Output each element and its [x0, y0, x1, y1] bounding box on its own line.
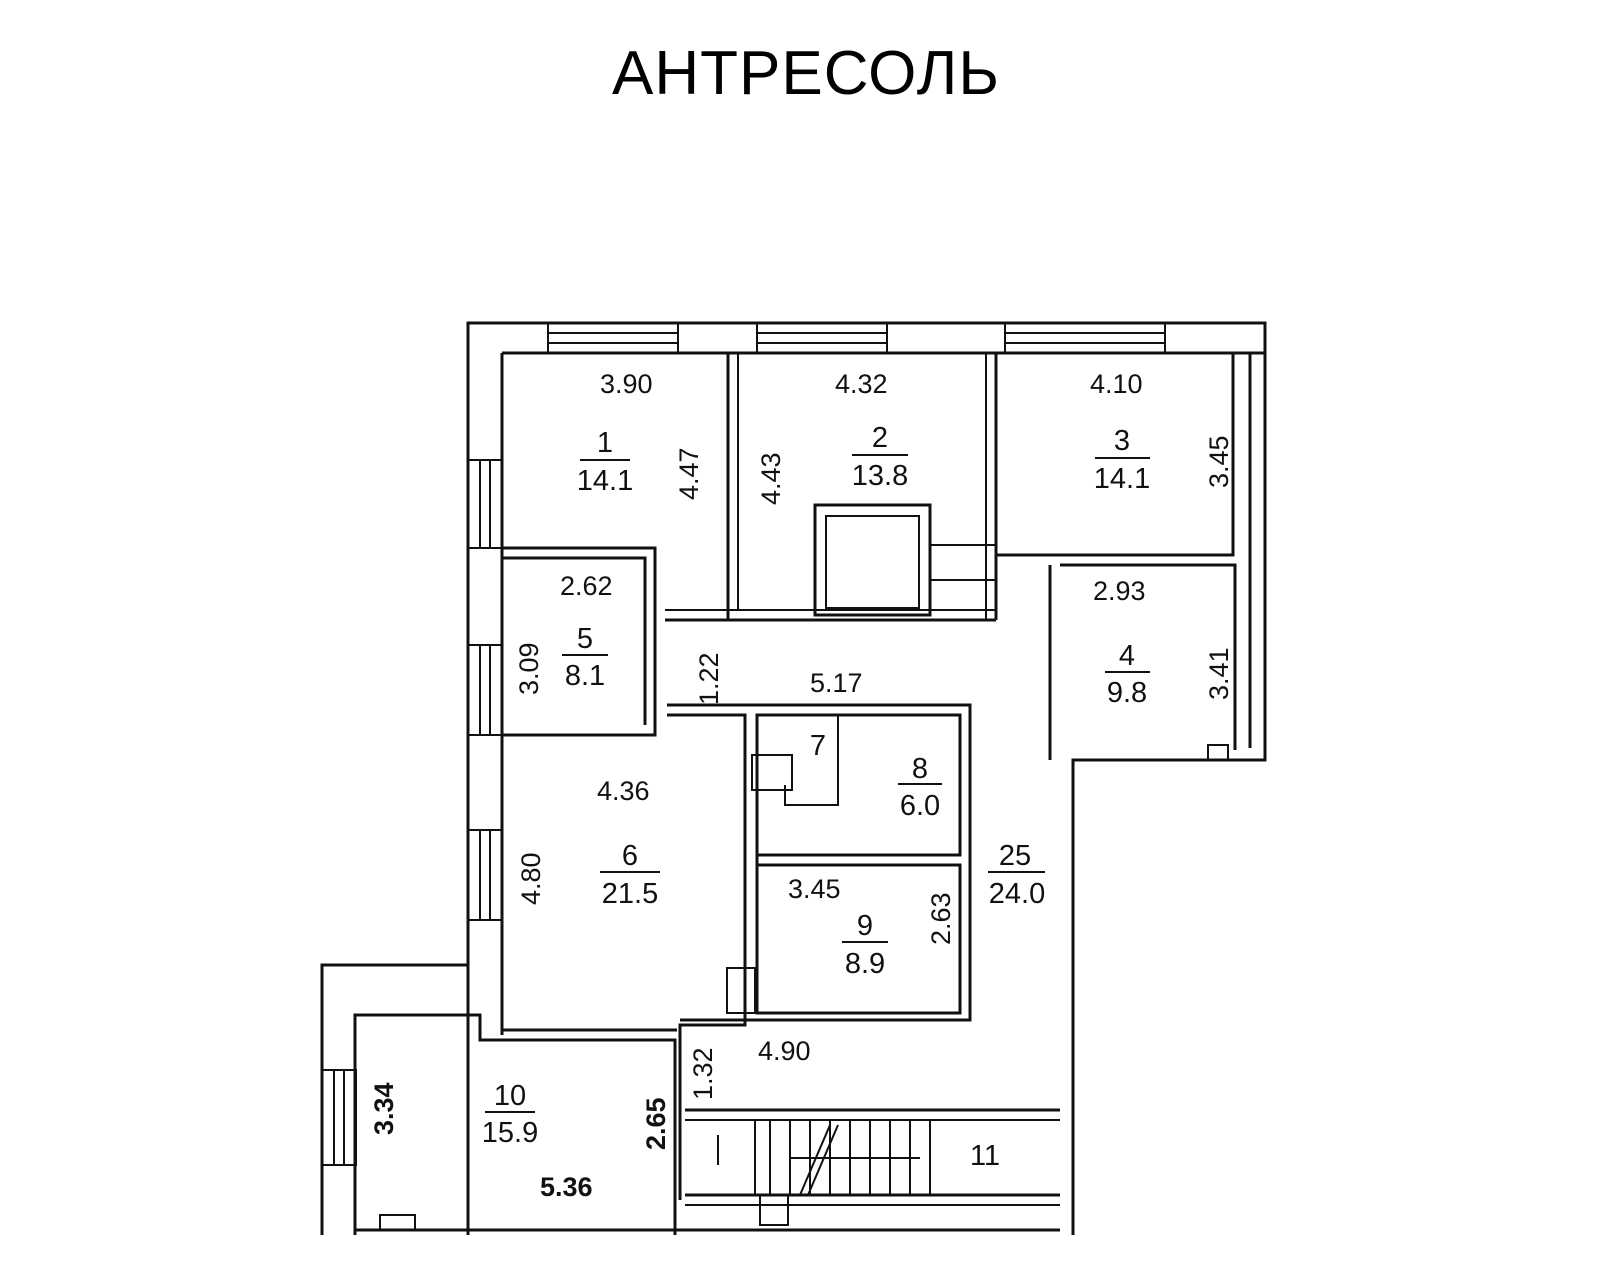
room-area: 14.1: [577, 465, 633, 497]
room-area: 8.9: [845, 948, 885, 980]
room-number: 9: [857, 910, 873, 942]
dim-corridor-2: 5.17: [810, 668, 863, 698]
dim-length-2: 2.65: [641, 1097, 671, 1150]
room-number: 7: [810, 730, 826, 762]
room-number: 8: [912, 753, 928, 785]
dim-width: 4.10: [1090, 369, 1143, 399]
room-number: 1: [597, 427, 613, 459]
dim-length: 3.34: [369, 1082, 399, 1135]
dim-width: 2.62: [560, 571, 613, 601]
room-area: 24.0: [989, 878, 1045, 910]
dim-length: 3.41: [1204, 647, 1234, 700]
room-number: 25: [999, 840, 1031, 872]
room-7-label: 7: [810, 730, 826, 762]
room-25-label: 25 24.0: [988, 840, 1045, 910]
room-number: 6: [622, 840, 638, 872]
room-area: 21.5: [602, 878, 658, 910]
room-number: 5: [577, 623, 593, 655]
dim-width: 5.36: [540, 1172, 593, 1202]
room-area: 15.9: [482, 1117, 538, 1149]
dim-corridor-4: 4.90: [758, 1036, 811, 1066]
room-2-label: 4.32 2 13.8 4.43: [756, 369, 908, 505]
room-3-label: 4.10 3 14.1 3.45: [1090, 369, 1234, 495]
dim-length: 3.09: [514, 642, 544, 695]
dim-width: 2.93: [1093, 576, 1146, 606]
interior-walls: [353, 353, 1237, 1235]
room-number: 11: [970, 1140, 1000, 1172]
dim-length: 4.43: [756, 452, 786, 505]
room-10-label: 10 15.9 5.36 3.34 2.65: [369, 1080, 671, 1202]
dim-width: 3.45: [788, 874, 841, 904]
room-11-label: 11: [970, 1140, 1000, 1172]
room-8-label: 8 6.0: [898, 753, 942, 822]
dim-length: 2.63: [926, 892, 956, 945]
dim-length: 4.80: [516, 852, 546, 905]
room-5-label: 2.62 5 8.1 3.09: [514, 571, 613, 695]
room-area: 14.1: [1094, 463, 1150, 495]
dim-width: 4.36: [597, 776, 650, 806]
dim-width: 3.90: [600, 369, 653, 399]
floor-title: АНТРЕСОЛЬ: [611, 39, 1001, 108]
dim-length: 3.45: [1204, 435, 1234, 488]
room-number: 4: [1119, 640, 1135, 672]
staircase: [379, 1120, 931, 1231]
room-area: 8.1: [565, 660, 605, 692]
room-6-label: 4.36 6 21.5 4.80: [516, 776, 660, 910]
room-9-label: 3.45 9 8.9 2.63: [788, 874, 956, 980]
room-4-label: 2.93 4 9.8 3.41: [1093, 576, 1234, 709]
dim-length: 4.47: [674, 447, 704, 500]
room-number: 3: [1114, 425, 1130, 457]
dim-corridor-3: 1.32: [688, 1047, 718, 1100]
room-area: 6.0: [900, 790, 940, 822]
room-area: 13.8: [852, 460, 908, 492]
room-number: 10: [494, 1080, 526, 1112]
room-number: 2: [872, 422, 888, 454]
room-area: 9.8: [1107, 677, 1147, 709]
corridor-dims: 1.22 5.17 1.32 4.90: [688, 652, 863, 1100]
outer-walls: [320, 321, 1267, 1235]
dim-corridor-1: 1.22: [694, 652, 724, 705]
windows: [321, 322, 1166, 1166]
dim-width: 4.32: [835, 369, 888, 399]
room-1-label: 3.90 1 14.1 4.47: [577, 369, 704, 500]
